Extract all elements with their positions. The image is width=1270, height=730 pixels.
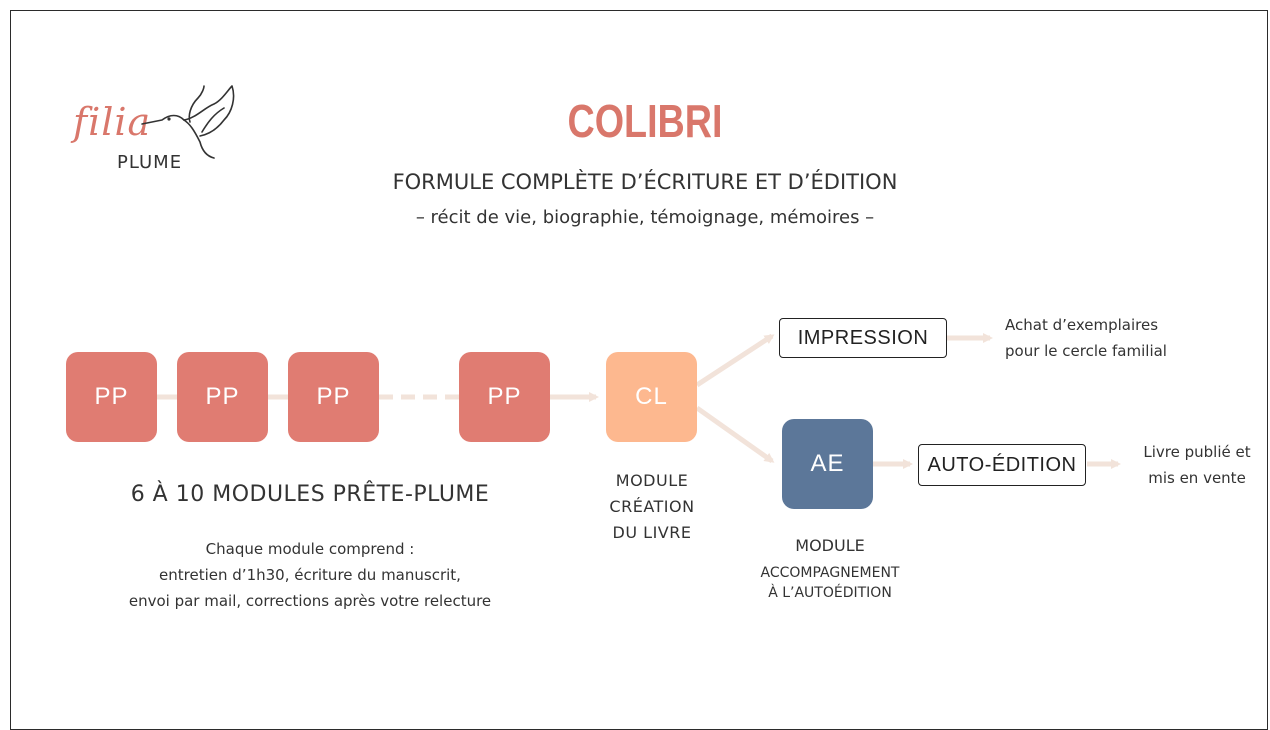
modules-description-line: Chaque module comprend : — [205, 540, 415, 558]
impression-outcome: Achat d’exemplaires pour le cercle famil… — [1005, 312, 1205, 364]
outcome-line: Achat d’exemplaires — [1005, 316, 1159, 334]
cl-module-box: CL — [606, 352, 697, 442]
ae-label-line: ACCOMPAGNEMENT — [760, 565, 900, 581]
page-subtitle: FORMULE COMPLÈTE D’ÉCRITURE ET D’ÉDITION — [392, 170, 898, 194]
ae-module-label-title: MODULE — [795, 536, 865, 555]
modules-heading: 6 À 10 MODULES PRÊTE-PLUME — [130, 482, 490, 507]
cl-label-line: DU LIVRE — [612, 523, 692, 542]
outcome-line: Livre publié et — [1143, 443, 1251, 461]
modules-description-line: envoi par mail, corrections après votre … — [128, 592, 492, 610]
pp-module-box: PP — [66, 352, 157, 442]
auto-edition-box: AUTO-ÉDITION — [918, 444, 1086, 486]
pp-module-box: PP — [459, 352, 550, 442]
ae-module-label-detail: ACCOMPAGNEMENT À L’AUTOÉDITION — [745, 563, 915, 603]
outcome-line: mis en vente — [1148, 469, 1246, 487]
outcome-line: pour le cercle familial — [1005, 342, 1167, 360]
impression-box: IMPRESSION — [779, 318, 947, 358]
connector-cl-impression — [695, 333, 775, 388]
hummingbird-icon — [141, 85, 235, 159]
cl-label-line: CRÉATION — [609, 497, 695, 516]
connector-cl-ae — [695, 405, 775, 464]
ae-label-line: À L’AUTOÉDITION — [768, 585, 892, 601]
modules-description-line: entretien d’1h30, écriture du manuscrit, — [159, 566, 461, 584]
modules-description: Chaque module comprend : entretien d’1h3… — [90, 536, 530, 614]
logo-word: PLUME — [117, 152, 183, 173]
page-tagline: – récit de vie, biographie, témoignage, … — [415, 207, 875, 228]
cl-module-label: MODULE CRÉATION DU LIVRE — [590, 468, 714, 546]
page-title: COLIBRI — [567, 95, 723, 147]
pp-module-box: PP — [288, 352, 379, 442]
cl-label-line: MODULE — [615, 471, 689, 490]
auto-edition-outcome: Livre publié et mis en vente — [1132, 439, 1262, 491]
pp-module-box: PP — [177, 352, 268, 442]
logo-script: filia — [73, 100, 152, 144]
ae-module-box: AE — [782, 419, 873, 509]
